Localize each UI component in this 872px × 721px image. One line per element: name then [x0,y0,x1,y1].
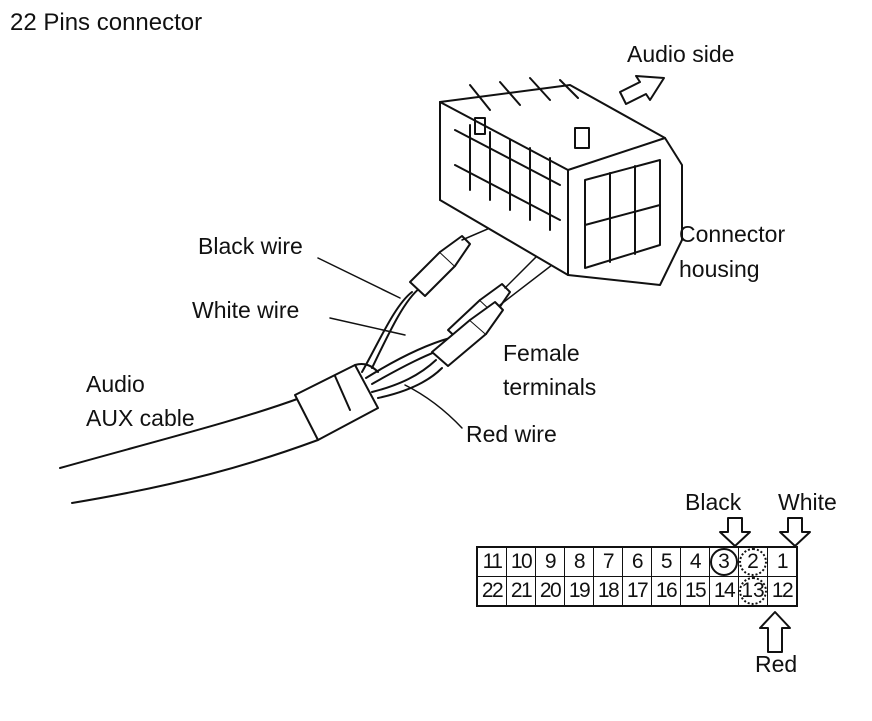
pin-cell-5: 5 [651,546,681,577]
leader-lines [317,257,463,429]
pin-number: 7 [602,550,615,573]
pinout-arrows [719,517,811,653]
pin-cell-10: 10 [506,546,536,577]
pin-number: 2 [739,548,767,576]
pinout-red-label: Red [755,651,798,677]
pin-number: 20 [539,579,562,602]
pin-cell-4: 4 [680,546,710,577]
pin-number: 6 [631,550,644,573]
pin-cell-3: 3 [709,546,739,577]
red-wire-label: Red wire [466,421,557,447]
pin-cell-15: 15 [680,576,710,607]
pin-cell-9: 9 [535,546,565,577]
audio-aux-label-1: Audio [86,371,145,397]
pin-cell-12: 12 [767,576,798,607]
audio-side-label: Audio side [627,41,735,67]
pin-cell-18: 18 [593,576,623,607]
pin-number: 18 [597,579,620,602]
pin-cell-22: 22 [476,576,507,607]
wires-drawing [361,287,456,399]
pin-cell-6: 6 [622,546,652,577]
pin-number: 21 [510,579,533,602]
pin-number: 9 [544,550,557,573]
pin-cell-14: 14 [709,576,739,607]
pin-cell-8: 8 [564,546,594,577]
pin-cell-7: 7 [593,546,623,577]
connector-housing-label-2: housing [679,256,760,282]
pin-number: 12 [771,579,794,602]
pin-number: 19 [568,579,591,602]
female-terminals-label-1: Female [503,340,580,366]
pin-number: 11 [482,550,503,573]
pin-cell-13: 13 [738,576,768,607]
pin-cell-1: 1 [767,546,798,577]
pin-number: 16 [655,579,678,602]
pin-number: 13 [739,577,767,605]
pinout-black-label: Black [685,489,742,515]
pin-cell-16: 16 [651,576,681,607]
audio-aux-label-2: AUX cable [86,405,195,431]
pin-number: 10 [510,550,533,573]
connector-housing-drawing [439,77,683,286]
pin-cell-17: 17 [622,576,652,607]
pin-cell-19: 19 [564,576,594,607]
pin-number: 4 [689,550,702,573]
pin-number: 14 [713,579,736,602]
pin-cell-11: 11 [476,546,507,577]
pin-number: 1 [776,550,789,573]
pin-number: 5 [660,550,673,573]
pin-number: 8 [573,550,586,573]
pin-number: 22 [481,579,504,602]
pin-number: 17 [626,579,649,602]
pin-cell-2: 2 [738,546,768,577]
female-terminals-label-2: terminals [503,374,597,400]
pin-cell-20: 20 [535,576,565,607]
pin-cell-21: 21 [506,576,536,607]
audio-side-arrow [619,75,665,105]
connector-housing-label-1: Connector [679,221,786,247]
pin-number: 3 [710,548,738,576]
page-title: 22 Pins connector [10,9,203,36]
white-wire-label: White wire [192,297,300,323]
black-wire-label: Black wire [198,233,303,259]
aux-cable-drawing [59,362,379,504]
pinout-white-label: White [778,489,837,515]
pin-number: 15 [684,579,707,602]
